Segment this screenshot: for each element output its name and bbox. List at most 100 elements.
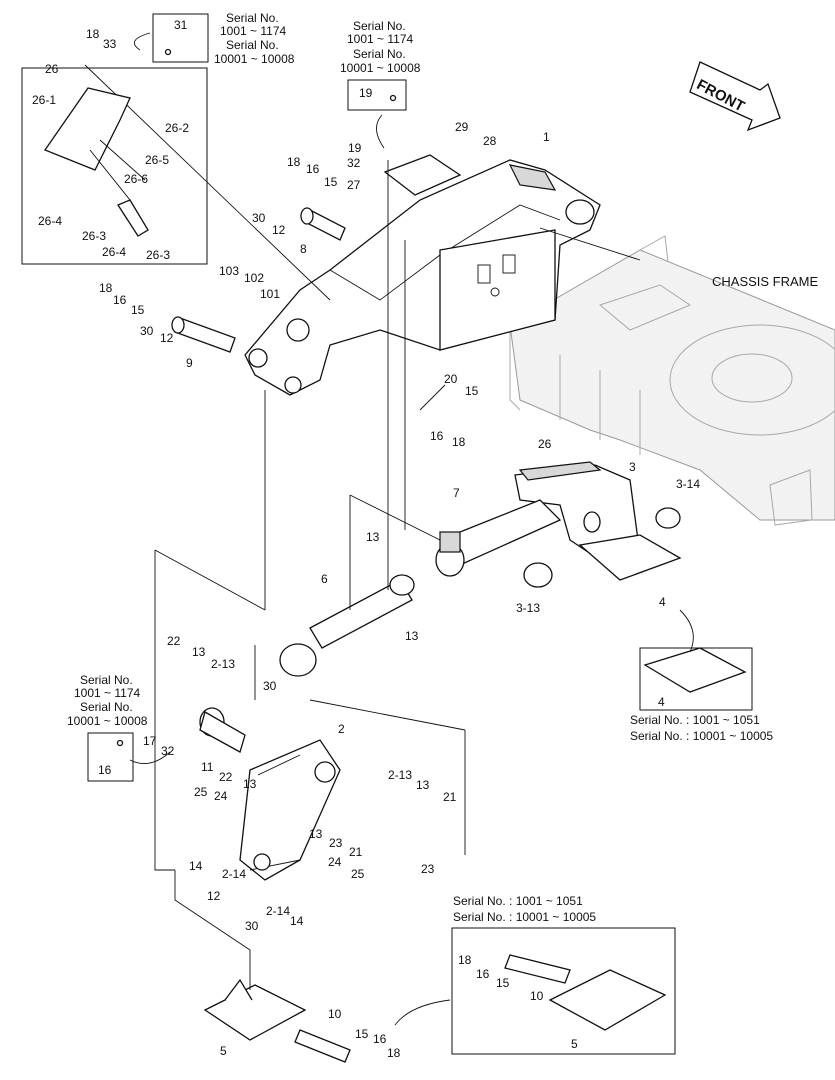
part-number-callout: 18	[99, 281, 113, 295]
part-number-callout: 4	[658, 695, 665, 709]
cylinder-6	[279, 574, 415, 677]
part-number-callout: 16	[98, 763, 112, 777]
part-number-callout: 29	[455, 120, 469, 134]
serial-text: Serial No. : 10001 ~ 10005	[453, 910, 596, 924]
part-number-callout: 27	[347, 178, 361, 192]
part-number-callout: 14	[290, 914, 304, 928]
part-number-callout: 22	[219, 770, 233, 784]
arrow-curve	[394, 999, 451, 1026]
serial-text: Serial No.	[80, 673, 133, 687]
serial-text: 1001 ~ 1174	[220, 24, 287, 38]
part-number-callout: 10	[328, 1007, 342, 1021]
part-number-callout: 23	[329, 836, 343, 850]
part-number-callout: 13	[192, 645, 206, 659]
part-number-callout: 10	[530, 989, 544, 1003]
part-number-callout: 2-14	[266, 904, 290, 918]
part-number-callout: 26-3	[82, 229, 106, 243]
part-number-callout: 26-4	[102, 245, 126, 259]
boom	[244, 159, 601, 396]
part-number-callout: 16	[430, 429, 444, 443]
serial-text: Serial No.	[353, 47, 406, 61]
part-number-callout: 3-13	[516, 601, 540, 615]
part-number-callout: 26-5	[145, 153, 169, 167]
part-number-callout: 24	[214, 789, 228, 803]
bolt-icon	[389, 94, 397, 102]
part-number-callout: 12	[272, 223, 286, 237]
bolt-icon	[164, 48, 172, 56]
chassis-frame	[509, 235, 835, 526]
part-number-callout: 15	[324, 175, 338, 189]
part-number-callout: 4	[659, 595, 666, 609]
part-number-callout: 30	[245, 919, 259, 933]
part-number-callout: 18	[387, 1046, 401, 1060]
serial-bottom: Serial No. : 1001 ~ 1051 Serial No. : 10…	[453, 894, 596, 924]
inset-box-5	[451, 927, 676, 1055]
part-number-callout: 26	[45, 62, 59, 76]
part-number-callout: 28	[483, 134, 497, 148]
serial-right: Serial No. : 1001 ~ 1051 Serial No. : 10…	[630, 713, 773, 743]
part-number-callout: 3-14	[676, 477, 700, 491]
part-number-callout: 13	[243, 777, 257, 791]
serial-text: 1001 ~ 1174	[74, 686, 141, 700]
serial-text: Serial No.	[226, 11, 279, 25]
arrow-curve	[129, 751, 171, 765]
part-number-callout: 18	[452, 435, 466, 449]
inset-box-19	[347, 79, 407, 111]
link-2	[199, 707, 341, 881]
part-number-callout: 21	[349, 845, 363, 859]
arrow-curve	[679, 609, 694, 653]
part-number-callout: 26-3	[146, 248, 170, 262]
serial-left: Serial No. 1001 ~ 1174 Serial No. 10001 …	[67, 673, 148, 728]
part-number-callout: 32	[347, 156, 361, 170]
part-number-callout: 5	[220, 1044, 227, 1058]
part-number-callout: 30	[263, 679, 277, 693]
part-number-callout: 2-13	[388, 768, 412, 782]
part-number-callout: 31	[174, 18, 188, 32]
part-number-callout: 12	[160, 331, 174, 345]
part-number-callout: 15	[355, 1027, 369, 1041]
mount-5	[203, 978, 351, 1063]
serial-text: 10001 ~ 10008	[67, 714, 148, 728]
part-number-callout: 7	[453, 486, 460, 500]
arrow-curve	[376, 114, 385, 149]
part-number-callout: 17	[143, 734, 157, 748]
part-number-callout: 5	[571, 1037, 578, 1051]
part-number-callout: 6	[321, 572, 328, 586]
part-number-callout: 30	[140, 324, 154, 338]
inset-box-16	[87, 732, 134, 782]
part-number-callout: 2-13	[211, 657, 235, 671]
serial-top-mid: Serial No. 1001 ~ 1174 Serial No. 10001 …	[340, 19, 421, 75]
part-number-callout: 21	[443, 790, 457, 804]
inset-box-4	[639, 647, 753, 711]
part-number-callout: 102	[244, 271, 264, 285]
part-number-callout: 15	[465, 384, 479, 398]
part-number-callout: 2-14	[222, 867, 246, 881]
serial-text: 10001 ~ 10008	[340, 61, 421, 75]
mount-5-alt	[504, 954, 667, 1031]
part-number-callout: 12	[207, 889, 221, 903]
part-number-callout: 25	[351, 867, 365, 881]
arrow-curve	[133, 32, 151, 51]
part-number-callout: 3	[629, 460, 636, 474]
serial-text: Serial No.	[226, 38, 279, 52]
pin-9	[171, 316, 236, 353]
bracket-3	[514, 461, 682, 588]
part-number-callout: 15	[131, 303, 145, 317]
part-number-callout: 26-2	[165, 121, 189, 135]
part-number-callout: 22	[167, 634, 181, 648]
inset-box-31	[152, 13, 209, 63]
part-number-callout: 20	[444, 372, 458, 386]
part-number-callout: 16	[113, 293, 127, 307]
part-number-callout: 9	[186, 356, 193, 370]
part-number-callout: 103	[219, 264, 239, 278]
part-number-callout: 26-1	[32, 93, 56, 107]
part-number-callout: 13	[405, 629, 419, 643]
part-number-callout: 25	[194, 785, 208, 799]
serial-text: 10001 ~ 10008	[214, 52, 295, 66]
front-arrow-icon: FRONT	[689, 61, 781, 132]
serial-text: Serial No.	[80, 700, 133, 714]
part-number-callout: 14	[189, 859, 203, 873]
part-number-callout: 8	[300, 242, 307, 256]
part-number-callout: 13	[309, 827, 323, 841]
